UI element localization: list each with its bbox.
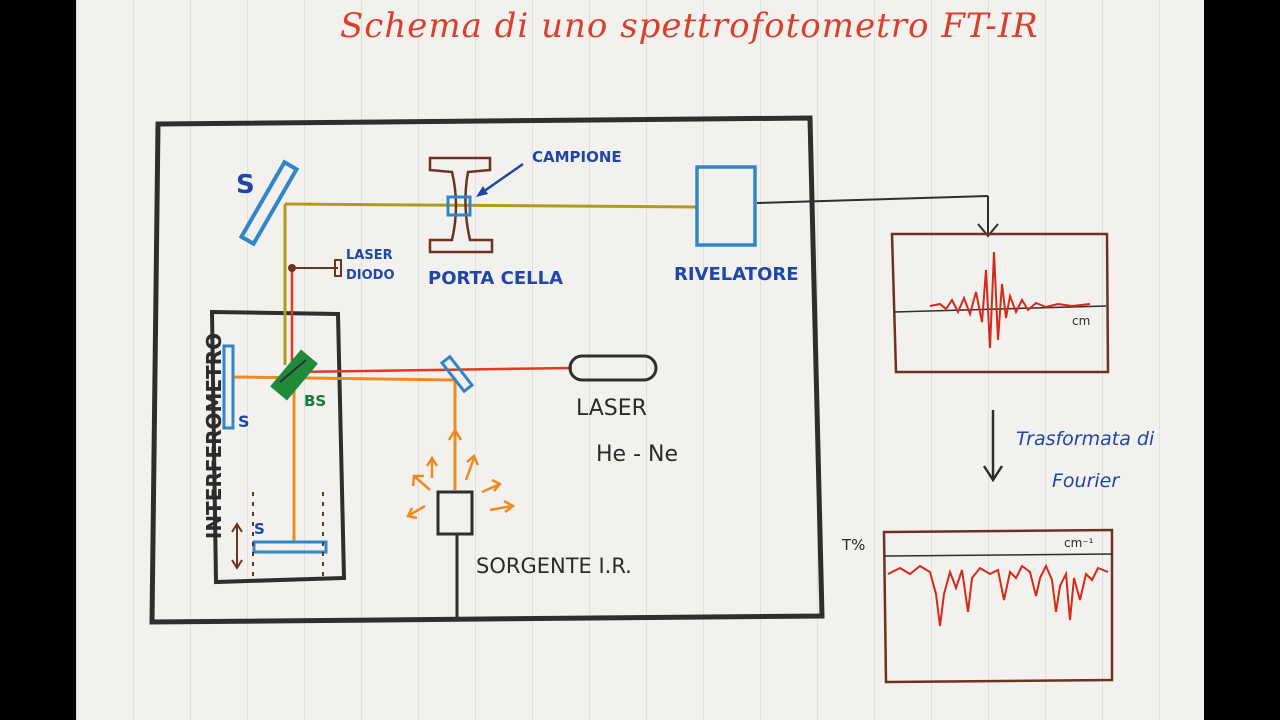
- laser-diodo-label-1: LASER: [346, 248, 393, 263]
- mirror-fixed-label: S: [238, 412, 250, 431]
- laser-diode-dot: [288, 264, 296, 272]
- interferogram-signal: [929, 251, 1091, 349]
- interferometro-label: INTERFEROMETRO: [202, 332, 226, 540]
- mirror-laser: [439, 354, 475, 394]
- laser-label: LASER: [576, 396, 647, 421]
- sorgente-label: SORGENTE I.R.: [476, 554, 632, 578]
- trasformata-label-1: Trasformata di: [1016, 428, 1155, 450]
- ir-source: [436, 490, 474, 536]
- mirror-fixed: [222, 344, 235, 430]
- ir-beam-horizontal: [284, 202, 698, 209]
- spectrum-box: [882, 528, 1114, 684]
- source-beam-to-bs: [231, 375, 456, 382]
- spectrum-unit-label: cm⁻¹: [1064, 536, 1094, 550]
- interferogram-unit-label: cm: [1072, 314, 1091, 328]
- campione-arrow: [479, 162, 524, 196]
- cell-holder: [428, 156, 494, 254]
- mirror-top: [238, 159, 300, 247]
- interferogram-box: [890, 232, 1110, 374]
- he-ne-label: He - Ne: [596, 442, 678, 467]
- beam-splitter-label: BS: [304, 392, 327, 410]
- mirror-moving-label: S: [254, 520, 265, 538]
- campione-label: CAMPIONE: [532, 148, 622, 166]
- source-rays: [406, 453, 516, 520]
- instrument-frame: [149, 115, 825, 625]
- rivelatore-label: RIVELATORE: [674, 264, 799, 285]
- he-ne-laser: [568, 354, 658, 382]
- mirror-moving: [252, 540, 328, 554]
- spectrum-y-label: T%: [842, 536, 866, 554]
- laser-diodo-label-2: DIODO: [346, 268, 395, 283]
- sample-cell: [446, 195, 472, 217]
- laser-beam-horizontal: [291, 366, 573, 374]
- detector-cable: [756, 195, 989, 204]
- page-title: Schema di uno spettrofotometro FT-IR: [340, 6, 1039, 46]
- interferometer-box: [209, 309, 347, 585]
- spectrum-signal: [887, 563, 1109, 627]
- trasformata-label-2: Fourier: [1052, 470, 1120, 492]
- porta-cella-label: PORTA CELLA: [428, 268, 563, 289]
- mirror-top-label: S: [236, 170, 255, 200]
- beam-splitter: [270, 349, 318, 401]
- detector: [695, 165, 757, 247]
